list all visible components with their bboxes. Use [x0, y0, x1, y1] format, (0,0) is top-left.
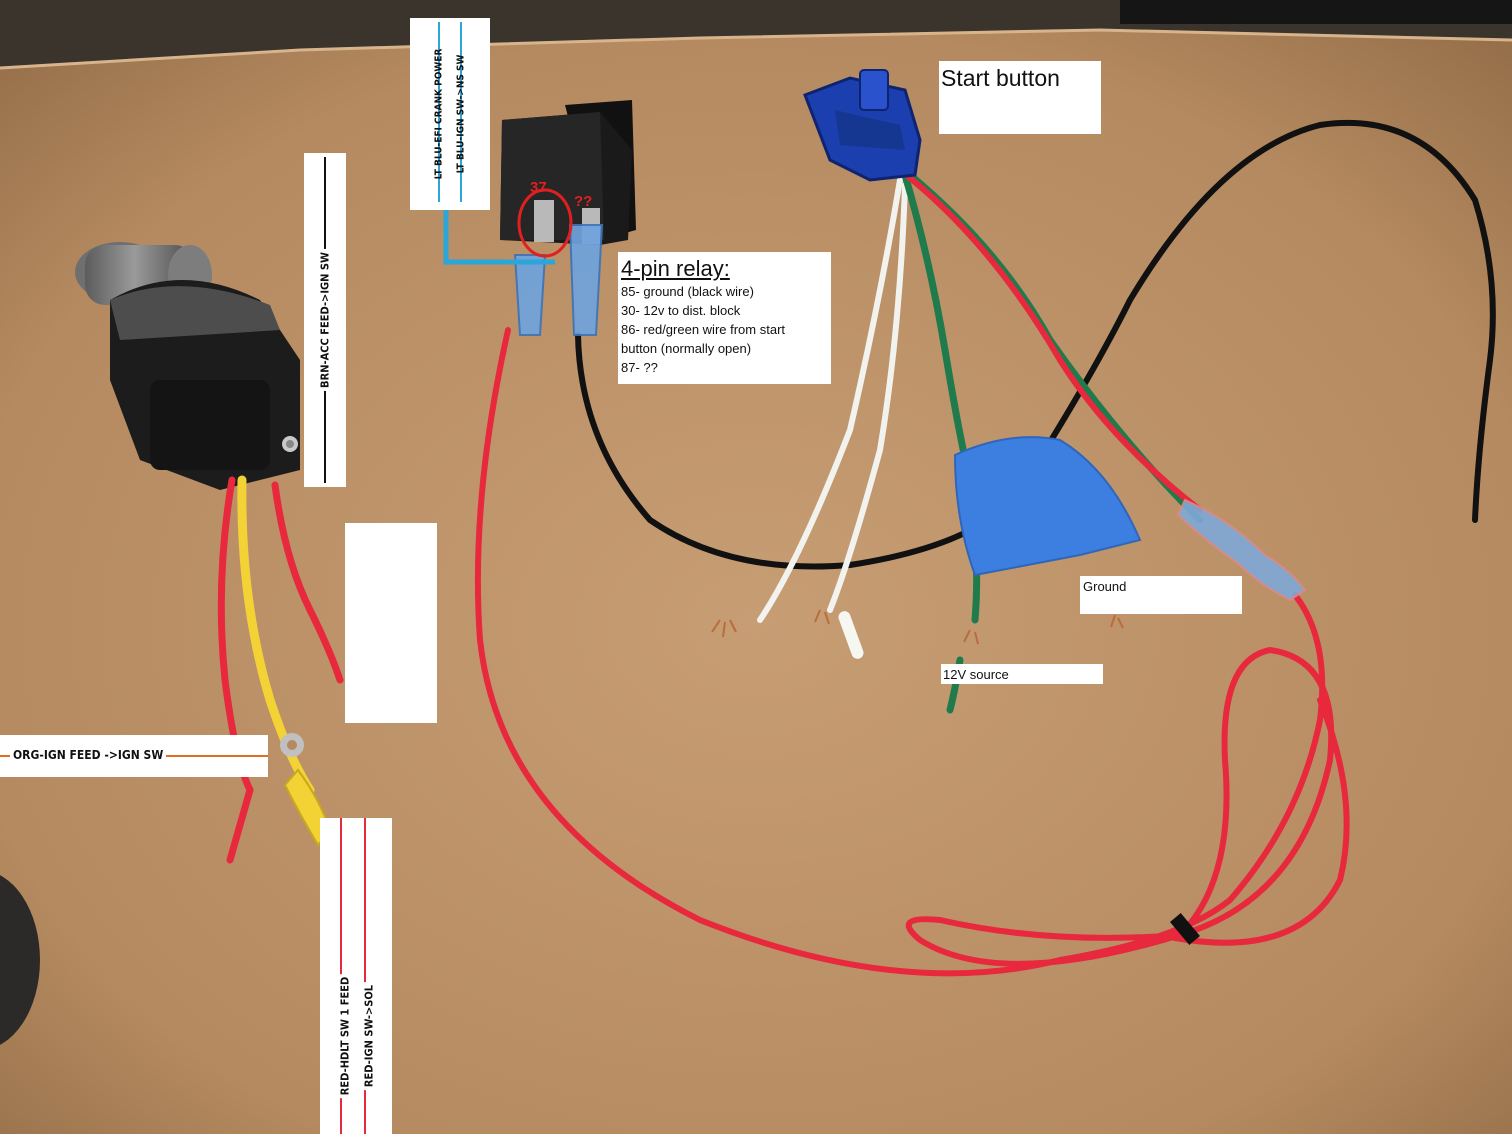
blue-tape [953, 436, 1142, 577]
label-org-ign-text: ORG-IGN FEED ->IGN SW [10, 748, 167, 762]
pin-37-label: 37 [530, 179, 547, 196]
pin-unknown-label: ?? [574, 193, 592, 210]
start-button-text: Start button [941, 65, 1060, 91]
label-12v-source: 12V source [941, 664, 1103, 684]
relay-pin-85: 85- ground (black wire) [621, 284, 754, 299]
frayed-copper-ends [711, 609, 1124, 645]
clear-butt-connector [1176, 498, 1307, 602]
dark-object-bottom-left [0, 875, 40, 1045]
label-red-ign-sol: RED-IGN SW->SOL [362, 981, 376, 1091]
relay-info-box: 4-pin relay: 85- ground (black wire) 30-… [618, 252, 831, 384]
blank-label [345, 523, 437, 723]
ignition-switch [75, 242, 300, 490]
twelve-v-text: 12V source [943, 667, 1009, 682]
relay-pin-86-cont: button (normally open) [621, 341, 752, 356]
relay-pin-86: 86- red/green wire from start [621, 322, 786, 337]
label-org-ign: ORG-IGN FEED ->IGN SW [0, 735, 268, 777]
light-blue-marker [443, 208, 555, 265]
relay-info-title: 4-pin relay: [621, 256, 730, 281]
relay-pin-87: 87- ?? [621, 360, 658, 375]
label-brn-acc-text: BRN-ACC FEED->IGN SW [318, 249, 332, 391]
relay [500, 100, 636, 245]
ground-text: Ground [1083, 579, 1127, 594]
yellow-butt-connector [283, 768, 332, 847]
label-red-hdlt: RED-HDLT SW 1 FEED [338, 973, 352, 1099]
ring-terminal [280, 733, 304, 757]
label-ign-ns-sw: LT BLU-IGN SW->NS SW [455, 54, 467, 174]
red-start-wire [897, 167, 1203, 513]
label-red-feeds: RED-HDLT SW 1 FEED RED-IGN SW->SOL [320, 818, 392, 1134]
start-button-connector [803, 69, 922, 182]
paper-edge [0, 28, 1512, 70]
black-wire [575, 119, 1496, 570]
label-crank-ns-sw: LT BLU-EFI CRANK POWER LT BLU-IGN SW->NS… [410, 18, 490, 210]
relay-pin-30: 30- 12v to dist. block [621, 303, 741, 318]
label-ground: Ground [1080, 576, 1242, 614]
label-start-button: Start button [939, 61, 1101, 134]
relay-spade-connectors [513, 224, 604, 336]
white-wires [757, 177, 908, 623]
pin-37-circle [517, 188, 573, 258]
label-crank-power: LT BLU-EFI CRANK POWER [433, 48, 445, 180]
white-wire-end [838, 611, 864, 659]
red-wire-loop [474, 327, 1350, 977]
dark-object-top-right [1120, 0, 1512, 24]
label-brn-acc: BRN-ACC FEED->IGN SW [304, 153, 346, 487]
zip-tie [1169, 913, 1201, 945]
